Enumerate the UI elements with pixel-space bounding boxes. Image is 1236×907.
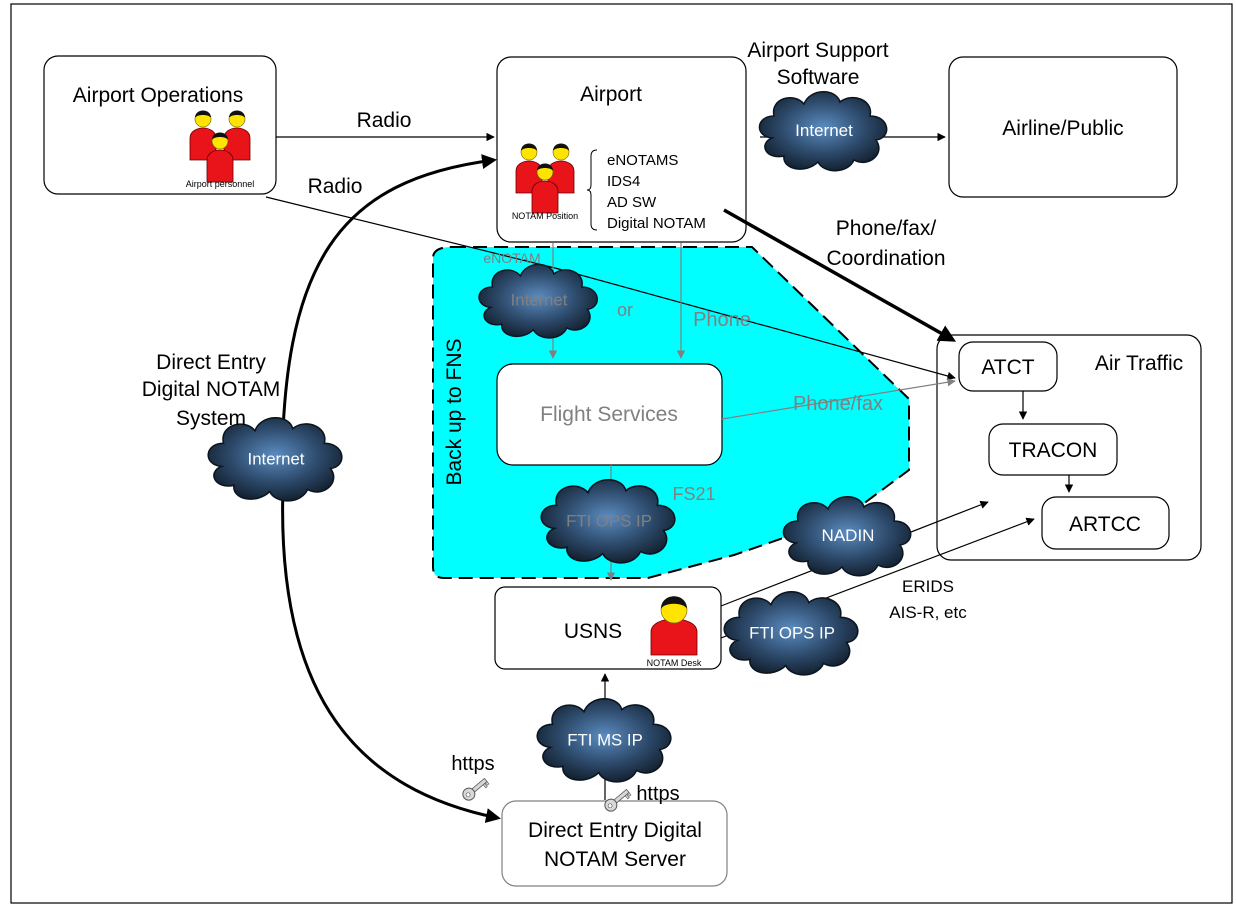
notam-desk-icon (650, 596, 698, 656)
systems-bracket (586, 149, 598, 231)
phone-fax-arrow (721, 378, 956, 420)
system-ids4: IDS4 (607, 173, 640, 190)
usns-title: USNS (564, 620, 622, 643)
server-title-line2: NOTAM Server (544, 848, 686, 871)
radio-arrow-ops-to-atct (265, 196, 956, 381)
support-software-line1: Airport Support (747, 39, 888, 62)
direct-entry-arrow-up (280, 154, 497, 489)
airport-box (496, 56, 747, 243)
phone-fax-coordination-arrow (723, 208, 957, 342)
cloud-nadin: NADIN (782, 495, 912, 577)
system-digital-notam: Digital NOTAM (607, 215, 706, 232)
direct-entry-arrow-down (281, 485, 501, 823)
atct-label: ATCT (981, 356, 1034, 379)
erids-line2: AIS-R, etc (889, 603, 967, 622)
phone-fax-label: Phone/fax (793, 393, 883, 415)
airline-public-title: Airline/Public (1002, 117, 1123, 140)
cloud-fti-ops-fs: FTI OPS IP (540, 479, 676, 564)
cloud-label: Internet (511, 291, 568, 310)
cloud-label: FTI OPS IP (749, 623, 835, 642)
key-icon (459, 774, 491, 804)
server-box (501, 800, 728, 887)
cloud-direct-entry-internet: Internet (207, 417, 343, 502)
radio-label-top: Radio (357, 109, 412, 132)
cloud-label: Internet (248, 449, 305, 468)
https-left-label: https (451, 753, 494, 775)
outer-frame (10, 3, 1233, 904)
notam-desk-caption: NOTAM Desk (647, 658, 702, 668)
flight-services-box (496, 363, 723, 466)
direct-entry-line2: Digital NOTAM (142, 378, 280, 401)
cloud-label: NADIN (822, 526, 875, 545)
backup-label: Back up to FNS (443, 338, 466, 485)
cloud-label: FTI OPS IP (566, 511, 652, 530)
flight-services-title: Flight Services (540, 403, 678, 426)
system-ad-sw: AD SW (607, 194, 657, 211)
airline-public-box (948, 56, 1178, 198)
cloud-fti-ops-usns: FTI OPS IP (723, 591, 859, 676)
or-label: or (617, 300, 633, 320)
cloud-label: Internet (795, 121, 853, 140)
cloud-fti-ms: FTI MS IP (536, 698, 672, 783)
server-title-line1: Direct Entry Digital (528, 819, 702, 842)
https-right-label: https (636, 783, 679, 805)
direct-entry-line3: System (176, 407, 246, 430)
cloud-backup-internet: Internet (478, 263, 598, 339)
cloud-support-internet: Internet (758, 90, 888, 172)
notam-position-caption: NOTAM Position (512, 211, 578, 221)
direct-entry-line1: Direct Entry (156, 351, 266, 374)
system-enotams: eNOTAMS (607, 152, 678, 169)
tracon-label: TRACON (1009, 439, 1098, 462)
phone-fax-coordination-line2: Coordination (826, 247, 945, 270)
atct-box (958, 341, 1058, 392)
air-traffic-title: Air Traffic (1095, 352, 1183, 375)
fs21-label: FS21 (672, 484, 715, 504)
phone-label: Phone (693, 309, 751, 331)
erids-line1: ERIDS (902, 577, 954, 596)
phone-fax-coordination-line1: Phone/fax/ (836, 217, 937, 240)
airport-personnel-caption: Airport personnel (186, 179, 255, 189)
airport-title: Airport (580, 83, 642, 106)
artcc-label: ARTCC (1069, 513, 1141, 536)
artcc-box (1041, 496, 1170, 550)
radio-label-lower: Radio (308, 175, 363, 198)
support-software-line2: Software (777, 66, 860, 89)
enotam-label: eNOTAM (483, 250, 540, 266)
tracon-box (988, 423, 1118, 476)
airport-operations-title: Airport Operations (73, 84, 243, 107)
cloud-label: FTI MS IP (567, 730, 643, 749)
